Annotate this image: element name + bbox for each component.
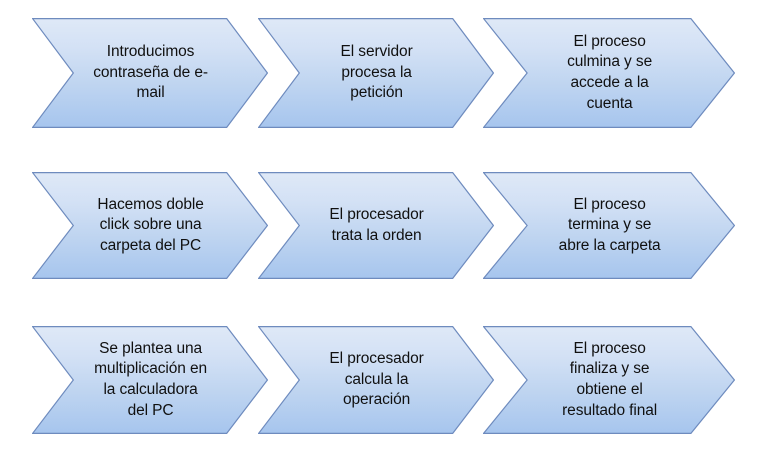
chevron-step-2-1[interactable]: Hacemos doble click sobre una carpeta de… [32,172,270,282]
chevron-step-3-2[interactable]: El procesador calcula la operación [258,326,496,437]
flow-row-calculadora: Se plantea una multiplicación en la calc… [0,326,773,437]
chevron-step-1-2[interactable]: El servidor procesa la petición [258,18,496,131]
chevron-label: El procesador trata la orden [329,205,424,244]
chevron-step-2-3[interactable]: El proceso termina y se abre la carpeta [483,172,737,282]
chevron-label: Introducimos contraseña de e- mail [93,43,208,102]
chevron-label: El procesador calcula la operación [329,350,424,409]
flow-row-acceso-email: Introducimos contraseña de e- mail El se… [0,18,773,131]
chevron-step-3-1[interactable]: Se plantea una multiplicación en la calc… [32,326,270,437]
chevron-label: El proceso termina y se abre la carpeta [558,195,661,254]
chevron-step-1-1[interactable]: Introducimos contraseña de e- mail [32,18,270,131]
chevron-step-1-3[interactable]: El proceso culmina y se accede a la cuen… [483,18,737,131]
chevron-label: Hacemos doble click sobre una carpeta de… [97,195,204,254]
chevron-step-3-3[interactable]: El proceso finaliza y se obtiene el resu… [483,326,737,437]
chevron-label: El proceso culmina y se accede a la cuen… [567,32,653,112]
chevron-label: El servidor procesa la petición [340,43,413,102]
chevron-label: El proceso finaliza y se obtiene el resu… [562,339,658,419]
chevron-step-2-2[interactable]: El procesador trata la orden [258,172,496,282]
chevron-label: Se plantea una multiplicación en la calc… [94,339,208,419]
flow-row-abrir-carpeta: Hacemos doble click sobre una carpeta de… [0,172,773,282]
